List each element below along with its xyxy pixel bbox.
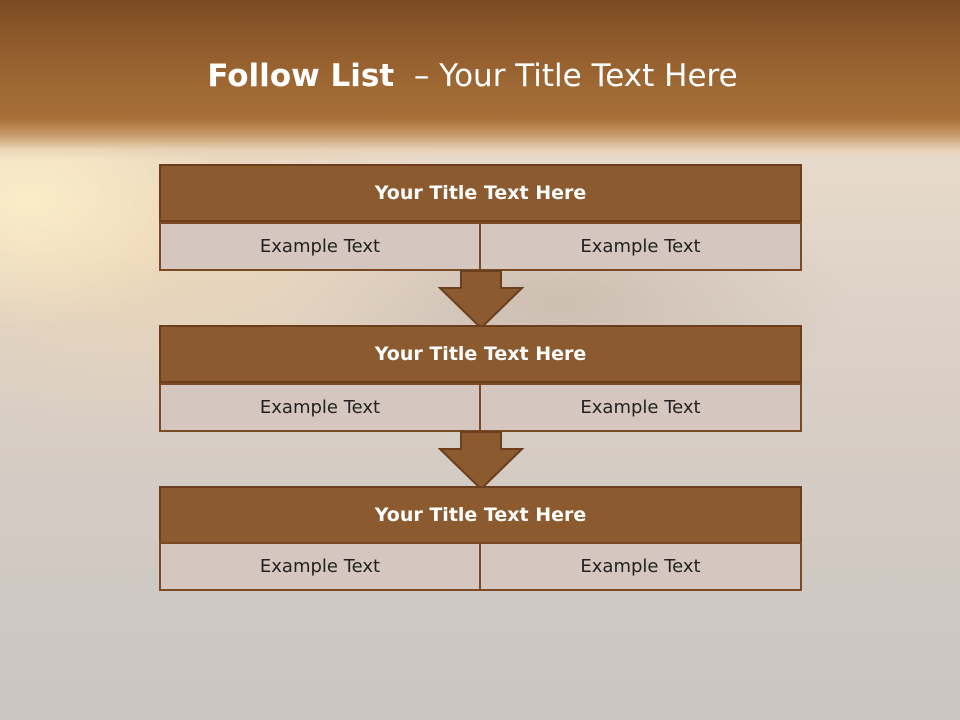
down-arrow-icon bbox=[438, 270, 524, 330]
block-left-text: Example Text bbox=[159, 222, 481, 271]
title-rest-part: – Your Title Text Here bbox=[394, 58, 738, 94]
block-heading: Your Title Text Here bbox=[159, 486, 802, 544]
title-bold-part: Follow List bbox=[207, 58, 395, 94]
slide-title: Follow List – Your Title Text Here bbox=[0, 54, 945, 98]
down-arrow-icon bbox=[438, 431, 524, 491]
block-heading: Your Title Text Here bbox=[159, 325, 802, 383]
block-left-text: Example Text bbox=[159, 383, 481, 432]
block-right-text: Example Text bbox=[479, 383, 802, 432]
block-right-text: Example Text bbox=[479, 542, 802, 591]
block-left-text: Example Text bbox=[159, 542, 481, 591]
block-right-text: Example Text bbox=[479, 222, 802, 271]
block-heading: Your Title Text Here bbox=[159, 164, 802, 222]
title-band bbox=[0, 0, 960, 160]
